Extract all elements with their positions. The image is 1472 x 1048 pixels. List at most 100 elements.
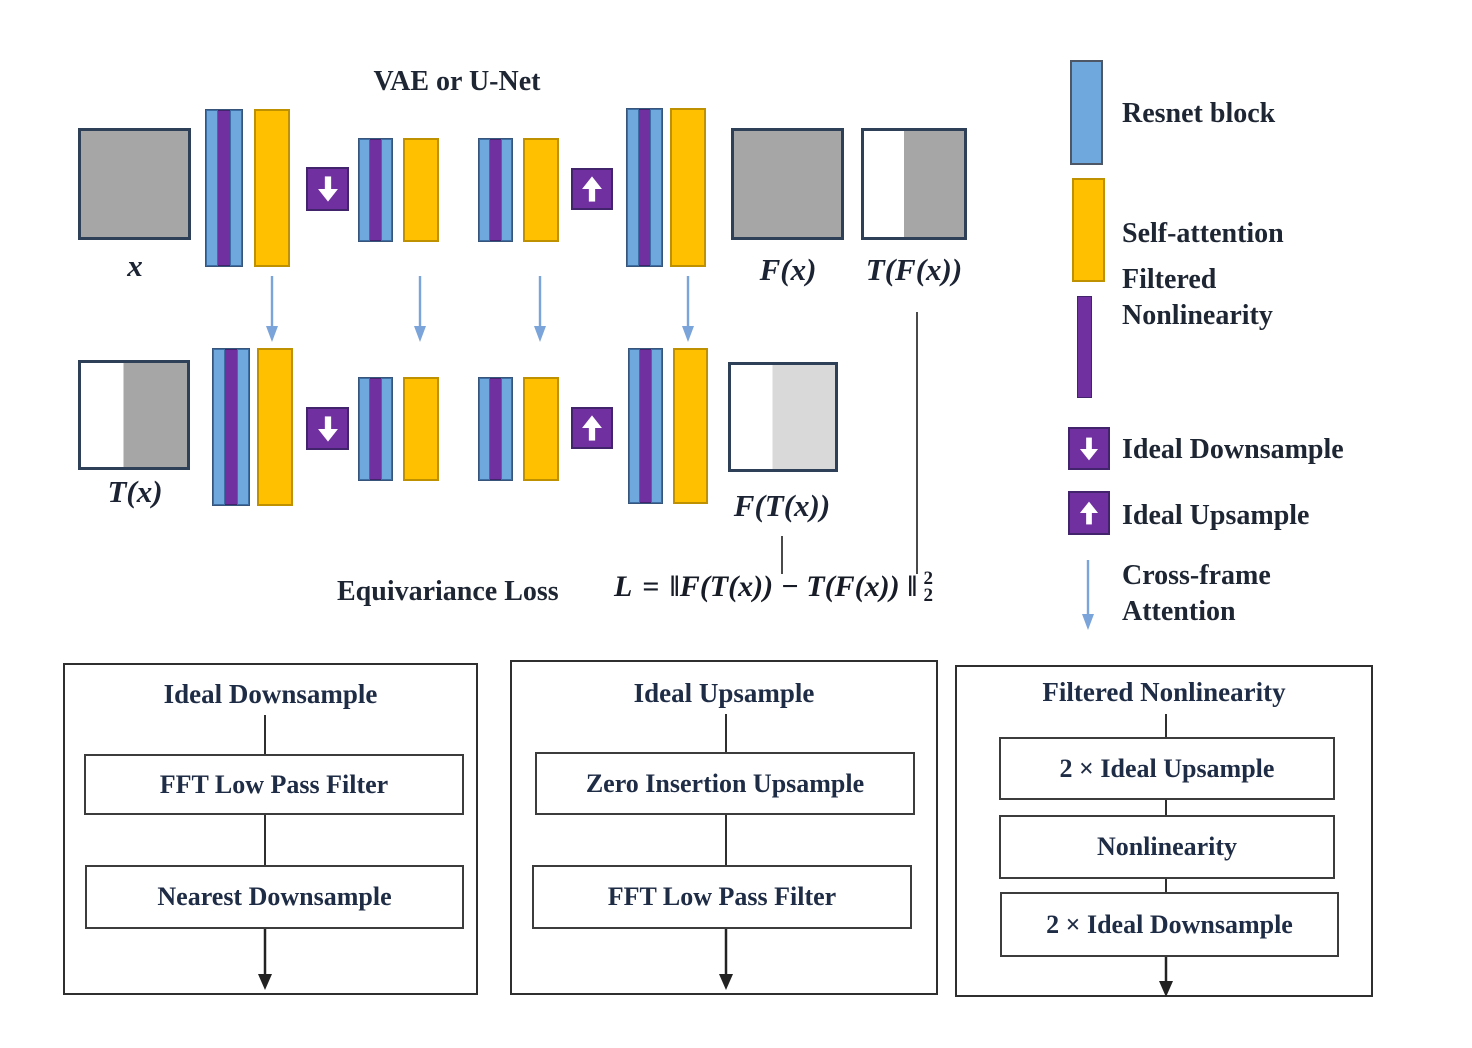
flow-arrow — [1159, 957, 1173, 997]
up-arrow-icon — [582, 176, 602, 202]
label-fx: F(x) — [759, 252, 817, 287]
down-arrow-icon — [317, 415, 338, 442]
legend-filtered-nonlinearity-swatch — [1077, 296, 1092, 398]
legend-filtered-line2: Nonlinearity — [1122, 300, 1273, 331]
flow-connector — [725, 714, 727, 752]
resnet-stripe — [501, 378, 512, 480]
cross-frame-attention-arrow — [682, 276, 694, 342]
equation-superscript: 2 — [923, 568, 933, 589]
legend-cross-frame-label: Cross-frame Attention — [1122, 558, 1271, 630]
legend-ideal-downsample-label: Ideal Downsample — [1122, 434, 1344, 465]
flow-box-ideal-upsample: Ideal Upsample Zero Insertion Upsample F… — [510, 660, 938, 995]
equation-caption: Equivariance Loss — [337, 576, 559, 607]
up-arrow-icon — [1079, 501, 1099, 525]
output-image-ftx — [728, 362, 838, 472]
legend-ideal-downsample-swatch — [1068, 427, 1110, 470]
filtered-nonlinearity-stripe — [369, 139, 382, 241]
label-ftx: F(T(x)) — [733, 488, 831, 523]
flow-step: Zero Insertion Upsample — [535, 752, 915, 815]
resnet-stripe — [213, 349, 225, 505]
legend-filtered-line1: Filtered — [1122, 264, 1217, 295]
flow-arrow — [719, 929, 733, 990]
legend-cross-frame-arrow-icon — [1082, 560, 1094, 630]
resnet-stripe — [479, 139, 490, 241]
resnet-nonlinearity-block — [212, 348, 250, 506]
self-attention-block — [403, 138, 439, 242]
equation-body: ‖F(T(x)) − T(F(x)) ‖ — [669, 570, 918, 603]
flow-connector — [264, 715, 266, 754]
legend-self-attention-label: Self-attention — [1122, 218, 1284, 249]
flow-connector — [1165, 714, 1167, 737]
resnet-stripe — [629, 349, 640, 503]
output-image-fx — [731, 128, 844, 240]
ideal-downsample-op — [306, 167, 349, 211]
filtered-nonlinearity-stripe — [217, 110, 231, 266]
self-attention-block — [254, 109, 290, 267]
resnet-nonlinearity-block — [205, 109, 243, 267]
down-arrow-icon — [317, 176, 338, 202]
flow-step: FFT Low Pass Filter — [532, 865, 912, 929]
input-image-x — [78, 128, 191, 240]
flow-arrow — [258, 929, 272, 990]
flow-box-title: Ideal Downsample — [163, 679, 378, 709]
flow-connector — [264, 815, 266, 865]
equation-norm-exponents: 2 2 — [923, 568, 933, 606]
flow-connector — [1165, 879, 1167, 892]
flow-box-title: Filtered Nonlinearity — [1042, 677, 1286, 707]
resnet-stripe — [501, 139, 512, 241]
flow-box-filtered-nonlinearity: Filtered Nonlinearity 2 × Ideal Upsample… — [955, 665, 1373, 997]
resnet-nonlinearity-block — [358, 377, 393, 481]
label-tfx: T(F(x)) — [865, 252, 963, 287]
resnet-stripe — [206, 110, 218, 266]
flow-box-title: Ideal Upsample — [633, 678, 815, 708]
flow-step: Nonlinearity — [999, 815, 1335, 879]
filtered-nonlinearity-stripe — [638, 109, 651, 266]
self-attention-block — [673, 348, 708, 504]
flow-box-ideal-downsample: Ideal Downsample FFT Low Pass Filter Nea… — [63, 663, 478, 995]
cross-frame-attention-arrow — [414, 276, 426, 342]
legend-filtered-nonlinearity-label: Filtered Nonlinearity — [1122, 262, 1273, 334]
legend-resnet-swatch — [1070, 60, 1103, 165]
equivariance-loss-equation: L = ‖F(T(x)) − T(F(x)) ‖ 2 2 — [614, 568, 933, 606]
ideal-upsample-op — [571, 407, 613, 449]
resnet-stripe — [359, 139, 370, 241]
self-attention-block — [403, 377, 439, 481]
equation-equals: = — [642, 570, 660, 603]
ideal-upsample-op — [571, 168, 613, 210]
cross-frame-attention-arrow — [266, 276, 278, 342]
self-attention-block — [523, 138, 559, 242]
legend-ideal-upsample-label: Ideal Upsample — [1122, 500, 1310, 531]
legend-ideal-upsample-swatch — [1068, 491, 1110, 535]
flow-step: Nearest Downsample — [85, 865, 464, 929]
up-arrow-icon — [582, 415, 602, 441]
self-attention-block — [523, 377, 559, 481]
label-x: x — [127, 248, 143, 283]
resnet-stripe — [230, 110, 242, 266]
resnet-nonlinearity-block — [358, 138, 393, 242]
filtered-nonlinearity-stripe — [224, 349, 238, 505]
flow-step: FFT Low Pass Filter — [84, 754, 464, 815]
self-attention-block — [257, 348, 293, 506]
filtered-nonlinearity-stripe — [489, 378, 502, 480]
cross-frame-attention-arrow — [534, 276, 546, 342]
flow-step: 2 × Ideal Upsample — [999, 737, 1335, 800]
equation-lhs: L — [614, 570, 633, 603]
down-arrow-icon — [1079, 437, 1099, 460]
legend-cross-frame-line2: Attention — [1122, 596, 1236, 627]
input-image-tx — [78, 360, 190, 470]
figure-title: VAE or U-Net — [373, 66, 541, 97]
self-attention-block — [670, 108, 706, 267]
resnet-stripe — [381, 139, 392, 241]
resnet-nonlinearity-block — [478, 377, 513, 481]
connector-tfx-line — [916, 312, 918, 574]
resnet-nonlinearity-block — [626, 108, 663, 267]
legend-resnet-label: Resnet block — [1122, 98, 1276, 129]
resnet-nonlinearity-block — [478, 138, 513, 242]
flow-step: 2 × Ideal Downsample — [1000, 892, 1339, 957]
connector-ftx-line — [781, 536, 783, 574]
resnet-stripe — [479, 378, 490, 480]
resnet-stripe — [359, 378, 370, 480]
equation-subscript: 2 — [923, 585, 933, 606]
resnet-stripe — [381, 378, 392, 480]
